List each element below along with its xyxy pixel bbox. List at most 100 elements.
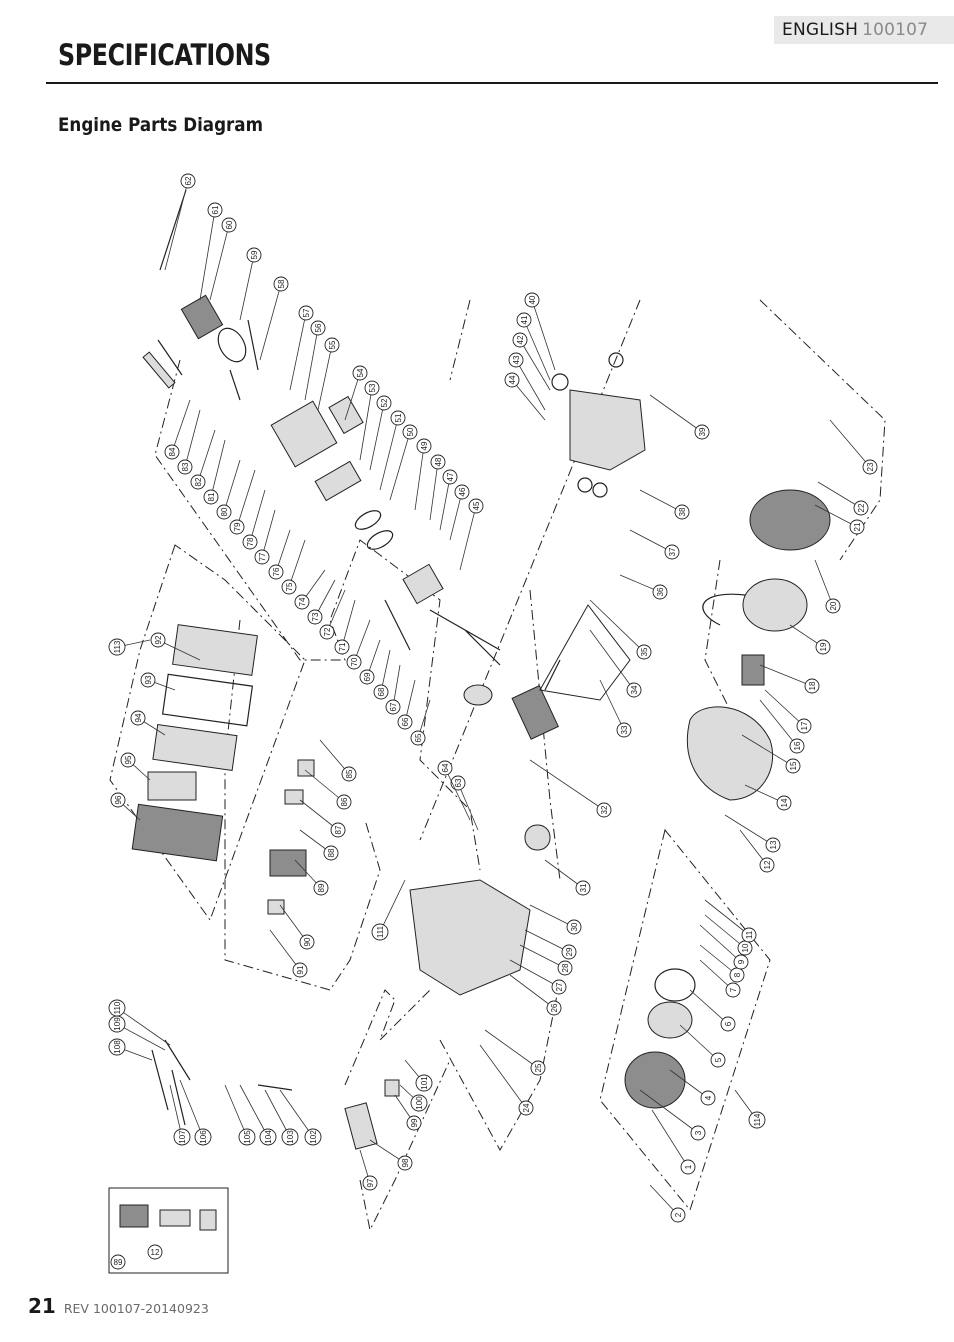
leader-line-104 [239,1084,269,1138]
leader-line-83 [184,409,201,468]
callout-106: 106 [194,1128,212,1146]
crank-shaft-end [544,659,561,691]
leader-line-72 [326,589,346,633]
svg-text:28: 28 [561,963,570,972]
svg-text:2: 2 [674,1212,683,1217]
recoil-housing [624,1051,686,1109]
leader-line-41 [523,319,551,381]
callout-73: 73 [307,609,323,625]
callout-77: 77 [254,549,270,565]
callout-53: 53 [364,380,380,396]
svg-text:92: 92 [154,635,163,644]
leader-line-54 [344,372,361,421]
svg-text:40: 40 [528,295,537,304]
callout-1: 1 [680,1159,696,1175]
leader-line-32 [529,759,605,811]
svg-text:24: 24 [522,1103,531,1112]
callout-17: 17 [796,718,812,734]
leader-line-15 [741,734,794,767]
leader-line-17 [764,689,805,727]
callout-32: 32 [596,802,612,818]
callout-31: 31 [575,880,591,896]
callout-55: 55 [324,337,340,353]
leader-line-109 [116,1023,166,1051]
crankcase-cover [569,389,646,471]
choke-rod [257,1084,293,1091]
leader-line-28 [519,944,566,969]
leader-line-71 [341,599,356,648]
svg-text:5: 5 [714,1057,723,1062]
callout-103: 103 [281,1128,299,1146]
svg-text:113: 113 [113,640,122,653]
svg-text:81: 81 [207,492,216,501]
leader-line-24 [479,1044,527,1109]
flywheel [749,489,831,551]
callout-114: 114 [748,1111,766,1129]
piston [402,563,444,605]
callout-12: 12 [759,857,775,873]
callout-35: 35 [636,644,652,660]
svg-text:86: 86 [340,797,349,806]
cam-gear [463,684,493,706]
leader-line-47 [439,476,451,531]
svg-text:45: 45 [472,501,481,510]
air-filter-gasket [161,673,254,727]
valve-cover [180,294,224,340]
dipstick-rod [157,339,183,376]
svg-text:3: 3 [694,1130,703,1135]
callout-83: 83 [177,459,193,475]
svg-text:41: 41 [520,315,529,324]
svg-text:35: 35 [640,647,649,656]
svg-text:18: 18 [808,681,817,690]
callout-91: 91 [292,962,308,978]
svg-text:84: 84 [168,447,177,456]
svg-text:60: 60 [225,220,234,229]
leader-line-46 [449,491,463,541]
piston-ring-2 [366,530,394,550]
ignition-coil [741,654,765,686]
svg-text:58: 58 [277,279,286,288]
svg-text:10: 10 [741,943,750,952]
callout-61: 61 [207,202,223,218]
bearing [577,477,593,493]
engine-parts [131,189,831,1150]
callout-20: 20 [825,598,841,614]
svg-text:51: 51 [394,413,403,422]
callout-15: 15 [785,758,801,774]
leader-line-60 [209,224,230,301]
leader-line-81 [210,439,226,498]
svg-text:22: 22 [857,503,866,512]
svg-text:54: 54 [356,368,365,377]
svg-text:12: 12 [763,860,772,869]
svg-text:104: 104 [264,1130,273,1144]
callout-74: 74 [294,594,310,610]
callout-111: 111 [371,923,389,941]
callout-3: 3 [690,1125,706,1141]
svg-text:71: 71 [338,642,347,651]
svg-text:87: 87 [334,825,343,834]
svg-text:70: 70 [350,657,359,666]
callout-110: 110 [108,999,126,1017]
callout-54: 54 [352,365,368,381]
callout-57: 57 [298,305,314,321]
callout-6: 6 [720,1016,736,1032]
callout-86: 86 [336,794,352,810]
svg-text:26: 26 [550,1003,559,1012]
carb-gasket [284,789,304,805]
svg-text:48: 48 [434,457,443,466]
leader-line-56 [304,327,319,401]
svg-text:49: 49 [420,441,429,450]
head-gasket-loop [217,327,247,363]
callout-16: 16 [789,738,805,754]
svg-text:83: 83 [181,462,190,471]
leader-line-105 [224,1084,248,1138]
svg-text:97: 97 [366,1178,375,1187]
callout-101: 101 [415,1074,433,1092]
callout-65: 65 [410,730,426,746]
svg-text:62: 62 [184,176,193,185]
leader-line-16 [759,699,798,747]
svg-text:69: 69 [363,672,372,681]
callout-4: 4 [700,1090,716,1106]
svg-text:111: 111 [376,925,385,938]
